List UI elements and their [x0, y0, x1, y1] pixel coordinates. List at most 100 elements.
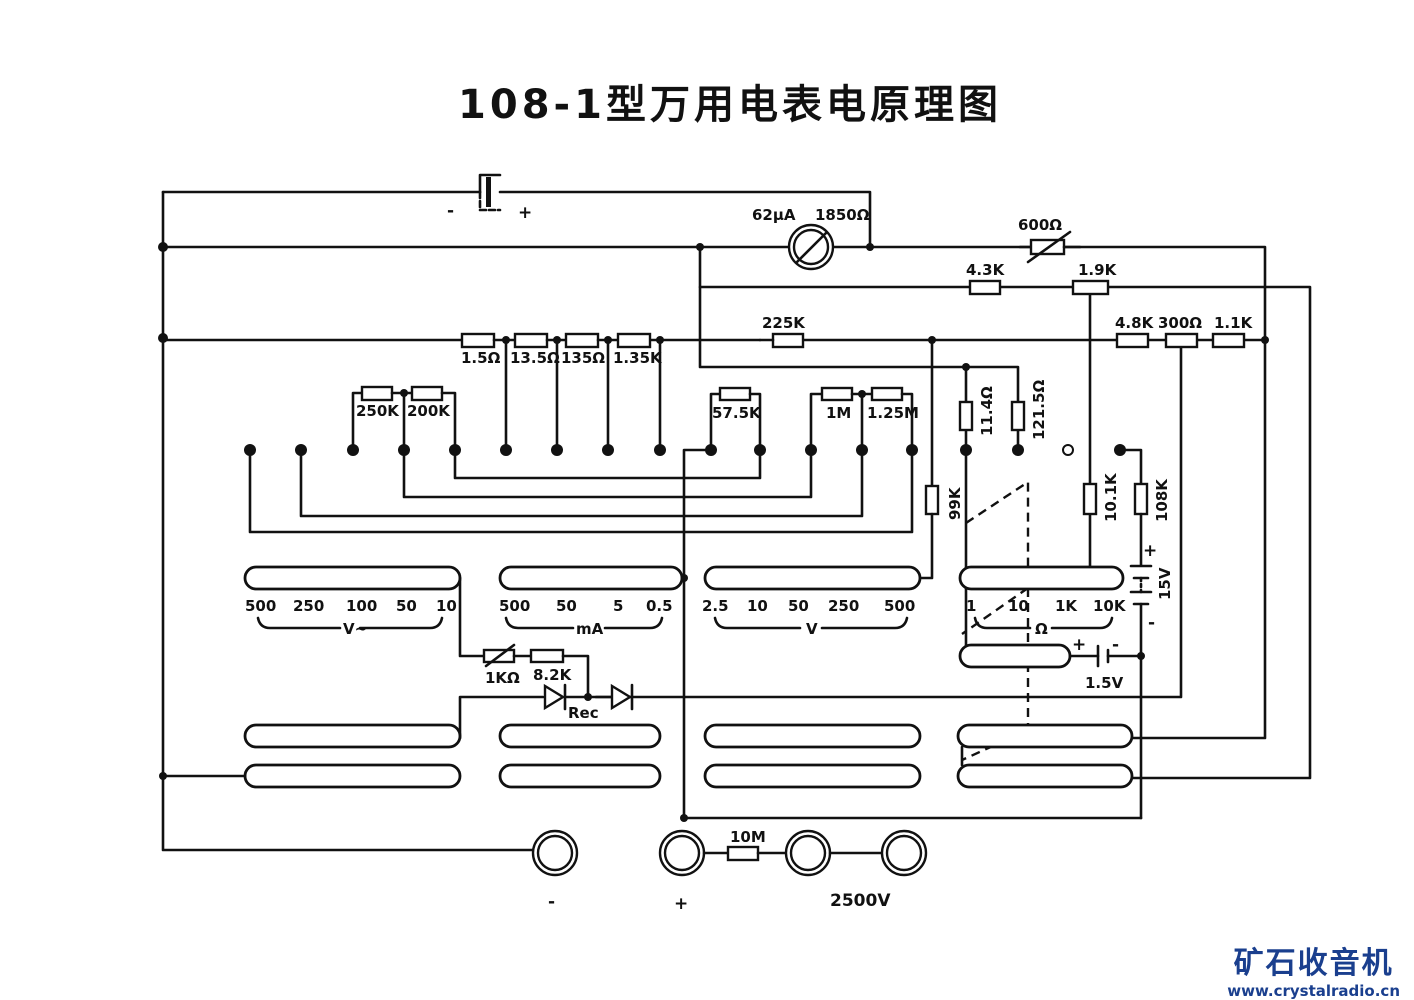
battery-1-5v-label: 1.5V — [1085, 674, 1124, 692]
rectifier-circuit — [458, 643, 634, 740]
ohm-adjust-slot — [958, 643, 1072, 669]
resistor-225k — [771, 332, 805, 349]
watermark: 矿石收音机 www.crystalradio.cn — [1227, 938, 1400, 1000]
watermark-url: www.crystalradio.cn — [1227, 982, 1400, 1000]
range-dc-10: 10 — [747, 597, 768, 615]
label-shunt-2: 13.5Ω — [510, 349, 560, 367]
terminal-plus[interactable] — [658, 829, 706, 877]
label-600: 600Ω — [1018, 216, 1062, 234]
resistor-108k — [1133, 482, 1149, 516]
range-switch-contacts — [244, 444, 1126, 456]
scale-ma: 500 50 5 0.5 mA — [499, 597, 673, 638]
resistor-1-9k — [1071, 279, 1110, 296]
range-dc-50: 50 — [788, 597, 809, 615]
label-8-2k: 8.2K — [533, 666, 573, 684]
label-4-8k: 4.8K — [1115, 314, 1155, 332]
resistor-10m — [726, 845, 760, 862]
resistor-4-8k — [1115, 332, 1150, 349]
resistor-57-5k — [709, 386, 762, 452]
meter-icon — [787, 223, 835, 271]
unit-ac-volts: V~ — [343, 620, 367, 638]
label-225k: 225K — [762, 314, 806, 332]
resistor-300 — [1164, 332, 1199, 349]
label-shunt-4: 1.35K — [613, 349, 663, 367]
top-wiring — [161, 190, 1312, 852]
terminal-plus-label: + — [674, 894, 688, 914]
range-ma-0-5: 0.5 — [646, 597, 673, 615]
resistor-121-5 — [1010, 400, 1026, 432]
range-dc-250: 250 — [828, 597, 859, 615]
resistors-250k-200k — [351, 385, 457, 452]
label-10-1k: 10.1K — [1102, 472, 1120, 522]
label-rec: Rec — [568, 704, 599, 722]
top-battery-plus: + — [518, 203, 532, 223]
resistor-4-3k — [968, 279, 1002, 296]
switch-wafer-row1 — [243, 565, 1125, 591]
battery-15v-label: 15V — [1156, 567, 1174, 600]
label-1-1k: 1.1K — [1214, 314, 1254, 332]
battery-1-5v — [1068, 644, 1145, 668]
range-ac-50: 50 — [396, 597, 417, 615]
watermark-name: 矿石收音机 — [1233, 946, 1394, 981]
resistor-10-1k — [1082, 482, 1098, 516]
battery-15v-plus: + — [1143, 541, 1157, 561]
scale-ohm: 1 10 1K 10K Ω — [966, 597, 1127, 638]
switch-wafer-row3 — [243, 763, 1134, 789]
switch-crosslinks — [248, 448, 968, 820]
battery-1-5v-plus: + — [1072, 635, 1086, 655]
label-1-25m: 1.25M — [867, 404, 919, 422]
range-ohm-10: 10 — [1008, 597, 1029, 615]
battery-1-5v-minus: - — [1112, 635, 1119, 655]
unit-dc-volts: V — [806, 620, 818, 638]
terminal-minus-label: - — [548, 892, 555, 912]
range-ac-250: 250 — [293, 597, 324, 615]
terminal-2500v-a[interactable] — [784, 829, 832, 877]
label-121-5: 121.5Ω — [1030, 380, 1048, 440]
label-1m: 1M — [826, 404, 851, 422]
battery-15v — [1129, 564, 1153, 820]
range-dc-500: 500 — [884, 597, 915, 615]
range-ohm-1: 1 — [966, 597, 976, 615]
label-200k: 200K — [407, 402, 451, 420]
top-battery — [478, 173, 502, 212]
label-300: 300Ω — [1158, 314, 1202, 332]
terminal-2500v-b[interactable] — [880, 829, 928, 877]
range-ac-10: 10 — [436, 597, 457, 615]
top-battery-minus: - — [447, 201, 454, 221]
meter-current-label: 62μA — [752, 206, 796, 224]
range-ohm-10k: 10K — [1093, 597, 1127, 615]
range-ma-5: 5 — [613, 597, 623, 615]
variable-resistor-600 — [1026, 230, 1072, 264]
range-dc-2-5: 2.5 — [702, 597, 729, 615]
label-1k-variable: 1KΩ — [485, 669, 520, 687]
label-shunt-1: 1.5Ω — [461, 349, 501, 367]
label-250k: 250K — [356, 402, 400, 420]
meter-resistance-label: 1850Ω — [815, 206, 870, 224]
label-1-9k: 1.9K — [1078, 261, 1118, 279]
label-4-3k: 4.3K — [966, 261, 1006, 279]
battery-15v-minus: - — [1148, 613, 1155, 633]
label-shunt-3: 135Ω — [561, 349, 605, 367]
switch-linkage-dashed — [961, 479, 1030, 762]
range-ma-50: 50 — [556, 597, 577, 615]
diagram-title: 108-1型万用电表电原理图 — [458, 82, 1002, 128]
resistor-99k — [924, 484, 940, 516]
resistor-1-1k — [1211, 332, 1246, 349]
scale-ac-volts: 500 250 100 50 10 V~ — [245, 597, 457, 638]
range-ohm-1k: 1K — [1055, 597, 1078, 615]
resistor-11-4 — [958, 400, 974, 432]
range-ac-500: 500 — [245, 597, 276, 615]
range-ac-100: 100 — [346, 597, 377, 615]
resistors-1m-1-25m — [809, 386, 914, 452]
unit-ohm: Ω — [1035, 620, 1048, 638]
terminal-2500v-label: 2500V — [830, 891, 891, 911]
switch-wafer-row2 — [243, 723, 1134, 749]
range-ma-500: 500 — [499, 597, 530, 615]
label-10m: 10M — [730, 828, 766, 846]
unit-ma: mA — [576, 620, 604, 638]
label-99k: 99K — [946, 486, 964, 520]
label-11-4: 11.4Ω — [978, 386, 996, 436]
terminal-minus[interactable] — [531, 829, 579, 877]
shunt-chain — [460, 332, 664, 452]
